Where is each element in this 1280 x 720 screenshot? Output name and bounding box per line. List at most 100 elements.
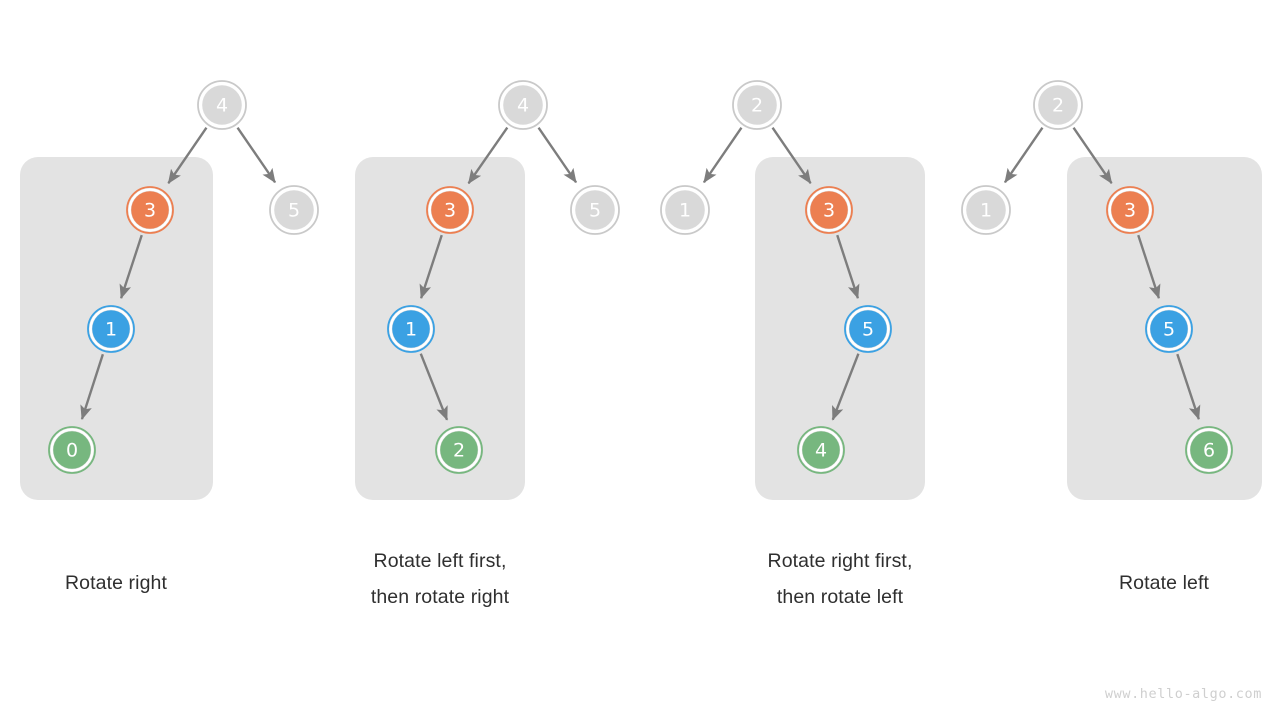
rotate-left-node-3[interactable]: 3 xyxy=(1106,186,1154,234)
rotate-left-edge-2-3 xyxy=(1072,127,1113,184)
node-gap-ring xyxy=(963,187,1009,233)
node-outer-ring xyxy=(387,305,435,353)
node-value-label: 2 xyxy=(1052,95,1064,117)
node-value-label: 1 xyxy=(405,319,417,341)
node-outer-ring xyxy=(961,185,1011,235)
caption-line: Rotate right first, xyxy=(767,550,913,572)
node-value-label: 3 xyxy=(823,200,835,222)
node-gap-ring xyxy=(1108,188,1152,232)
rotate-left-then-right-node-5[interactable]: 5 xyxy=(570,185,620,235)
node-disc xyxy=(131,191,169,229)
node-gap-ring xyxy=(500,82,546,128)
node-outer-ring xyxy=(1033,80,1083,130)
node-gap-ring xyxy=(437,428,481,472)
node-value-label: 2 xyxy=(453,440,465,462)
node-outer-ring xyxy=(797,426,845,474)
node-outer-ring xyxy=(1185,426,1233,474)
node-outer-ring xyxy=(1106,186,1154,234)
node-gap-ring xyxy=(1147,307,1191,351)
node-disc xyxy=(53,431,91,469)
node-value-label: 6 xyxy=(1203,440,1215,462)
rotate-right-then-left-edge-3-5 xyxy=(836,234,860,300)
rotate-right-then-left-edge-2-3 xyxy=(771,127,812,184)
caption-rotate-left: Rotate left xyxy=(1064,565,1264,601)
node-outer-ring xyxy=(197,80,247,130)
node-value-label: 5 xyxy=(589,200,601,222)
node-disc xyxy=(1111,191,1149,229)
node-outer-ring xyxy=(498,80,548,130)
node-value-label: 5 xyxy=(862,319,874,341)
node-gap-ring xyxy=(428,188,472,232)
node-disc xyxy=(737,85,777,125)
node-disc xyxy=(440,431,478,469)
node-outer-ring xyxy=(87,305,135,353)
node-disc xyxy=(274,190,314,230)
rotate-right-edge-4-3 xyxy=(167,127,208,184)
rotate-right-node-4[interactable]: 4 xyxy=(197,80,247,130)
rotate-right-then-left-node-2[interactable]: 2 xyxy=(732,80,782,130)
rotate-right-edge-1-0 xyxy=(80,353,105,420)
caption-line: Rotate left xyxy=(1119,572,1209,594)
node-value-label: 2 xyxy=(751,95,763,117)
node-outer-ring xyxy=(732,80,782,130)
node-gap-ring xyxy=(50,428,94,472)
rotate-left-node-1[interactable]: 1 xyxy=(961,185,1011,235)
rotate-left-then-right-node-2[interactable]: 2 xyxy=(435,426,483,474)
node-gap-ring xyxy=(1035,82,1081,128)
node-outer-ring xyxy=(1145,305,1193,353)
node-outer-ring xyxy=(660,185,710,235)
rotate-left-node-6[interactable]: 6 xyxy=(1185,426,1233,474)
node-gap-ring xyxy=(89,307,133,351)
node-disc xyxy=(431,191,469,229)
rotate-left-node-5[interactable]: 5 xyxy=(1145,305,1193,353)
highlight-rect-rotate-right-then-left xyxy=(755,157,925,500)
caption-line: Rotate left first, xyxy=(373,550,507,572)
rotate-right-node-0[interactable]: 0 xyxy=(48,426,96,474)
node-outer-ring xyxy=(269,185,319,235)
node-outer-ring xyxy=(570,185,620,235)
node-disc xyxy=(503,85,543,125)
node-value-label: 4 xyxy=(216,95,228,117)
nodes-layer: 4 5 3 1 0 4 5 3 1 2 2 1 3 5 4 2 1 3 5 6 xyxy=(48,80,1233,474)
rotate-left-edge-3-5 xyxy=(1137,234,1161,300)
rotate-right-then-left-node-1[interactable]: 1 xyxy=(660,185,710,235)
rotate-right-edge-4-5 xyxy=(236,127,277,184)
rotate-left-then-right-node-1[interactable]: 1 xyxy=(387,305,435,353)
node-outer-ring xyxy=(805,186,853,234)
node-gap-ring xyxy=(128,188,172,232)
rotate-right-then-left-node-3[interactable]: 3 xyxy=(805,186,853,234)
node-value-label: 3 xyxy=(444,200,456,222)
caption-line: then rotate right xyxy=(370,586,510,608)
node-value-label: 1 xyxy=(980,200,992,222)
highlight-rects-layer xyxy=(20,157,1262,500)
rotate-left-then-right-node-3[interactable]: 3 xyxy=(426,186,474,234)
rotate-right-then-left-node-4[interactable]: 4 xyxy=(797,426,845,474)
node-gap-ring xyxy=(271,187,317,233)
rotate-left-then-right-edge-1-2 xyxy=(419,353,449,421)
node-disc xyxy=(966,190,1006,230)
node-outer-ring xyxy=(426,186,474,234)
caption-rotate-left-then-right: Rotate left first, then rotate right xyxy=(340,543,540,615)
rotate-left-node-2[interactable]: 2 xyxy=(1033,80,1083,130)
node-disc xyxy=(1150,310,1188,348)
node-gap-ring xyxy=(799,428,843,472)
node-value-label: 4 xyxy=(517,95,529,117)
rotate-right-node-5[interactable]: 5 xyxy=(269,185,319,235)
rotate-left-then-right-edge-4-5 xyxy=(537,127,578,184)
node-disc xyxy=(802,431,840,469)
caption-line: Rotate right xyxy=(64,572,167,594)
node-disc xyxy=(92,310,130,348)
edges-layer xyxy=(80,126,1201,421)
node-gap-ring xyxy=(807,188,851,232)
rotate-left-then-right-edge-3-1 xyxy=(419,234,443,300)
rotate-left-then-right-node-4[interactable]: 4 xyxy=(498,80,548,130)
node-disc xyxy=(1038,85,1078,125)
rotate-right-then-left-node-5[interactable]: 5 xyxy=(844,305,892,353)
rotate-right-node-3[interactable]: 3 xyxy=(126,186,174,234)
rotate-right-node-1[interactable]: 1 xyxy=(87,305,135,353)
watermark: www.hello-algo.com xyxy=(1104,686,1262,702)
node-disc xyxy=(810,191,848,229)
node-value-label: 4 xyxy=(815,440,827,462)
